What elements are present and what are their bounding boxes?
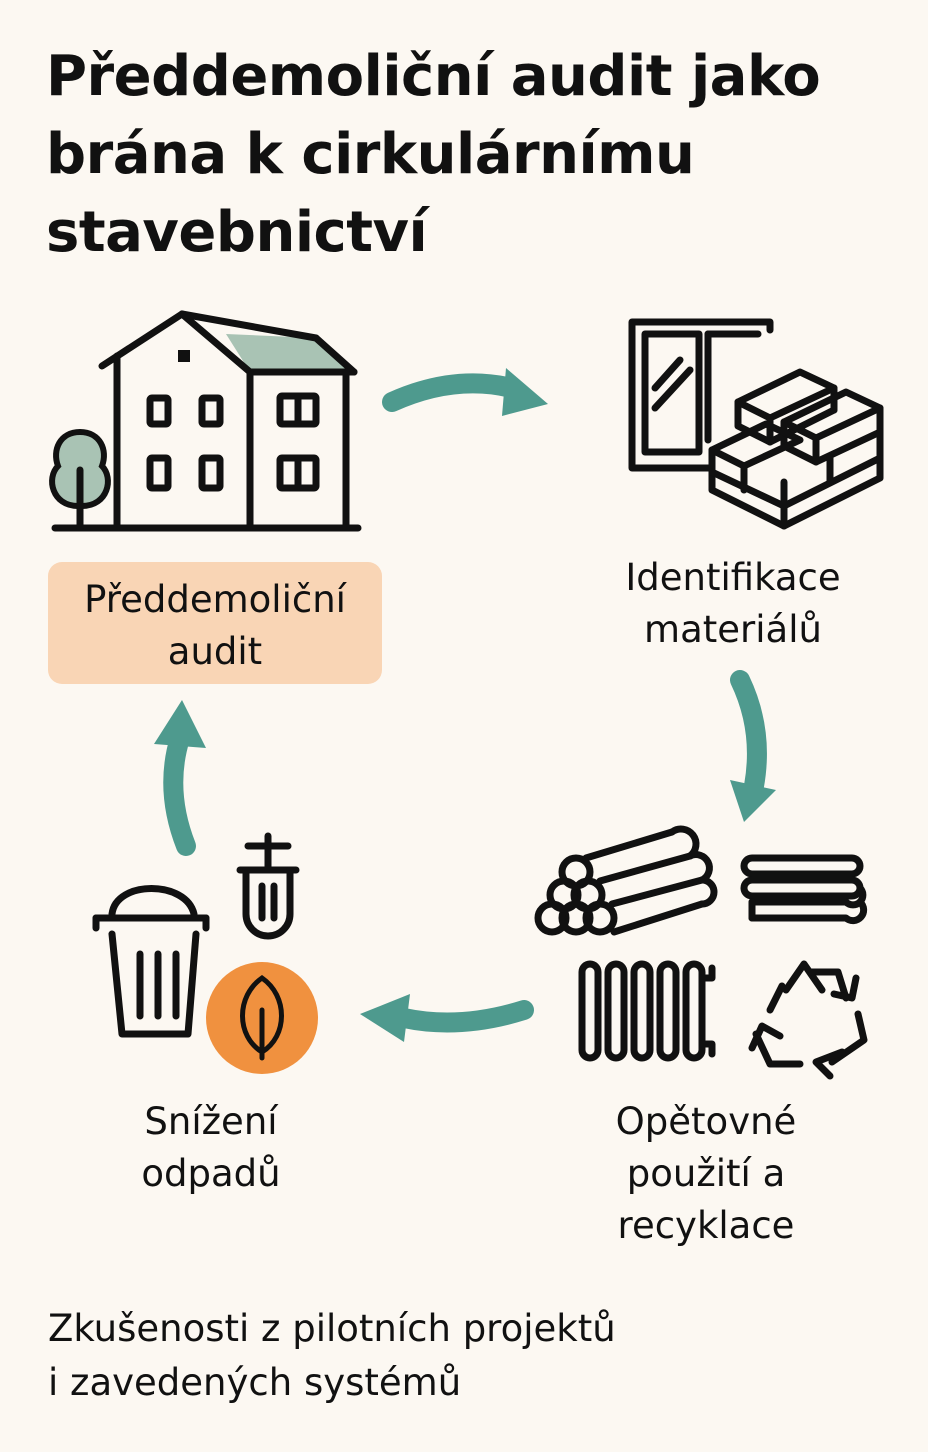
audit-highlight-box [48, 562, 382, 684]
step-label-identification-line-1: Identifikace [625, 556, 841, 599]
step-label-audit: Předdemoliční audit [48, 574, 382, 678]
step-label-identification-line-2: materiálů [644, 608, 822, 651]
title-line-2: brána k cirkulárnímu [46, 122, 695, 187]
step-label-reuse: Opětovné použití a recyklace [556, 1096, 856, 1252]
page-title: Předdemoliční audit jako brána k cirkulá… [46, 38, 886, 272]
title-line-1: Předdemoliční audit jako [46, 44, 821, 109]
step-label-audit-line-1: Předdemoliční [84, 578, 346, 621]
arrow-reuse-to-waste [360, 994, 534, 1042]
footer-note: Zkušenosti z pilotních projektů i zavede… [48, 1302, 888, 1410]
step-label-waste-line-2: odpadů [141, 1152, 281, 1195]
step-label-reuse-line-1: Opětovné [615, 1100, 797, 1143]
title-line-3: stavebnictví [46, 200, 428, 265]
step-label-reuse-line-3: recyklace [617, 1204, 795, 1247]
step-label-audit-line-2: audit [167, 630, 263, 673]
arrow-audit-to-identification [382, 368, 548, 416]
step-label-identification: Identifikace materiálů [586, 552, 880, 656]
arrow-waste-to-audit [154, 700, 206, 856]
step-label-waste-line-1: Snížení [144, 1100, 278, 1143]
arrow-identification-to-reuse [730, 670, 776, 822]
step-label-waste: Snížení odpadů [96, 1096, 326, 1200]
house-icon [49, 310, 362, 532]
footer-line-2: i zavedených systémů [48, 1361, 462, 1404]
footer-line-1: Zkušenosti z pilotních projektů [48, 1307, 616, 1350]
trash-bin-and-leaf-icon [92, 832, 318, 1074]
materials-and-recycling-icon [534, 825, 868, 1080]
step-label-reuse-line-2: použití a [626, 1152, 786, 1195]
window-and-bricks-icon [628, 318, 884, 530]
